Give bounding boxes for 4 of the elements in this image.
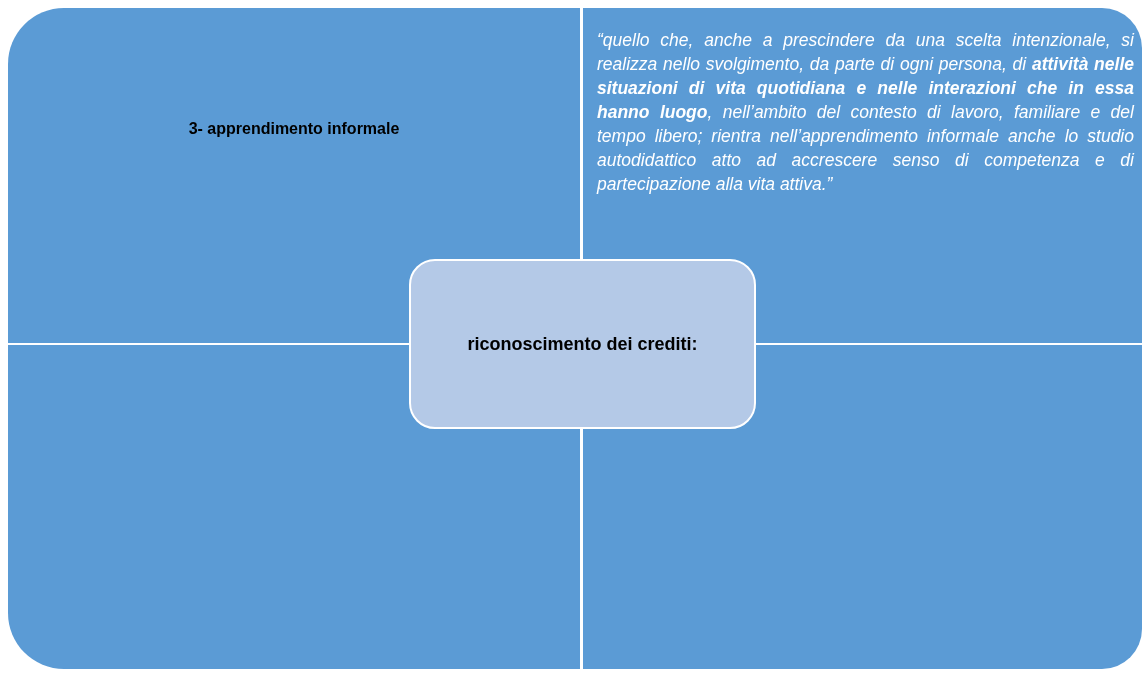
panel-title: 3- apprendimento informale [188,120,400,138]
rounded-box [409,259,756,429]
quote-text: “quello che, anche a prescindere da una scelta intenzionale, si realizza nello svolgimento, da parte di ogni persona, di attività nelle situazioni di vita quotidiana e nelle interazioni che in essa hanno luogo, nell’ambito del contesto di lavoro, familiare e del tempo libero; rientra nell’apprendimento informale anche lo studio autodidattico atto ad accrescere senso di competenza e di partecipazione alla vita attiva.” [597,29,1134,196]
box-title: riconoscimento dei crediti: [467,333,698,355]
